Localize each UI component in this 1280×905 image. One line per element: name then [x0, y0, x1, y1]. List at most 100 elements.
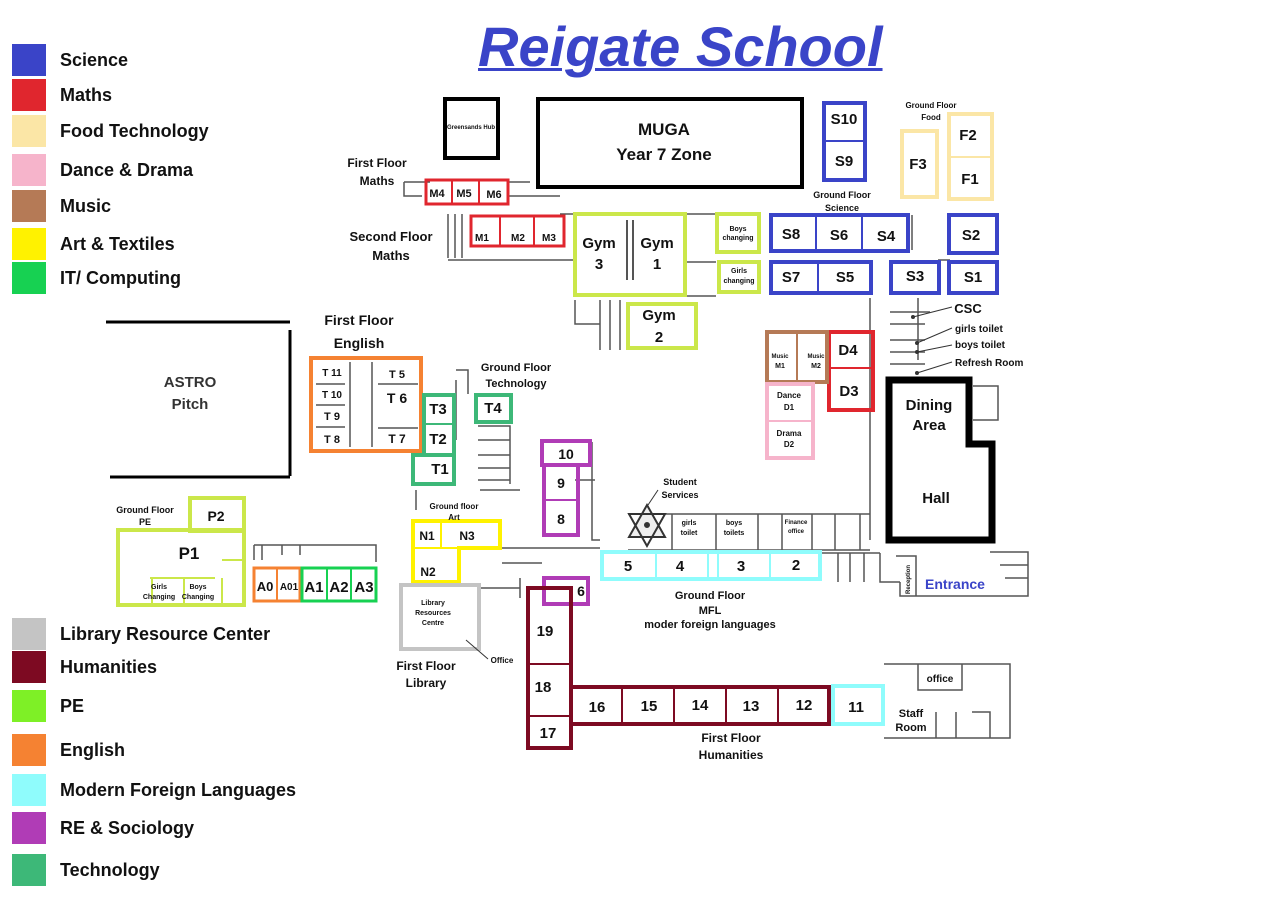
room-label-gym2a: Gym — [642, 307, 675, 324]
room-label-4: 4 — [676, 558, 685, 575]
legend-swatch — [12, 774, 46, 806]
legend-item: PE — [12, 690, 84, 722]
room-label-3: 3 — [737, 558, 745, 575]
student-label: Student — [663, 477, 697, 487]
boys-toilets-label2: toilets — [724, 530, 745, 537]
room-t1 — [411, 453, 456, 486]
room-label-s10: S10 — [831, 111, 858, 128]
ground-floor-science-label2: Science — [825, 203, 859, 213]
room-gym2 — [626, 302, 698, 350]
first-floor-library-label: First Floor — [396, 659, 456, 673]
room-label-n2: N2 — [420, 565, 436, 579]
astro-pitch-outline — [106, 320, 292, 479]
building-outlines — [253, 181, 1029, 739]
reception-label: Reception — [906, 565, 912, 594]
room-label-t3: T3 — [429, 401, 447, 418]
boys-changing-label1: Boys — [729, 226, 746, 233]
legend-swatch — [12, 651, 46, 683]
room-label-s4: S4 — [877, 228, 896, 245]
room-6 — [542, 576, 590, 606]
room-label-19: 19 — [537, 623, 554, 640]
room-label-a1: A1 — [304, 579, 323, 596]
room-gyms — [573, 212, 687, 297]
room-label-18: 18 — [535, 679, 552, 696]
room-label-16: 16 — [589, 699, 606, 716]
room-label-music-m2b: M2 — [811, 363, 821, 370]
room-label-s3: S3 — [906, 268, 924, 285]
finance-office-label: Finance — [785, 520, 808, 526]
room-label-t11: T 11 — [322, 368, 342, 379]
year7-zone-label: Year 7 Zone — [616, 145, 711, 164]
first-floor-humanities-label2: Humanities — [699, 748, 764, 762]
room-boys-changing — [715, 212, 761, 254]
room-block-s7-s5 — [769, 260, 873, 295]
page-title: Reigate School — [478, 15, 883, 78]
legend-label: Modern Foreign Languages — [60, 779, 297, 800]
muga-label: MUGA — [638, 120, 690, 139]
first-floor-maths-label: First Floor — [347, 156, 407, 170]
room-label-n3: N3 — [459, 529, 475, 543]
legend-swatch — [12, 154, 46, 186]
legend-item: Dance & Drama — [12, 154, 193, 186]
p1-boys-label1: Boys — [189, 584, 206, 591]
room-label-a3: A3 — [354, 579, 373, 596]
room-label-gym3b: 3 — [595, 256, 603, 273]
ground-floor-food-label2: Food — [921, 113, 941, 122]
first-floor-english-label2: English — [334, 335, 385, 351]
office-lower-label: office — [927, 674, 954, 685]
legend-label: Art & Textiles — [60, 233, 175, 254]
room-label-5: 5 — [624, 558, 632, 575]
legend-item: Modern Foreign Languages — [12, 774, 296, 806]
legend-item: Science — [12, 44, 128, 76]
room-label-music-m1b: M1 — [775, 363, 785, 370]
legend-item: RE & Sociology — [12, 812, 194, 844]
p1-girls-label2: Changing — [143, 594, 175, 601]
first-floor-maths-label2: Maths — [360, 174, 395, 188]
greensands-hub-box — [443, 97, 500, 160]
room-label-8: 8 — [557, 511, 565, 527]
room-block-s8-s4 — [769, 213, 910, 253]
room-a1-a3 — [300, 566, 378, 603]
room-label-f3: F3 — [909, 156, 927, 173]
legend-label: Music — [60, 195, 112, 216]
room-label-dance: Dance — [777, 391, 802, 400]
room-label-m5: M5 — [456, 188, 471, 200]
room-mfl-block — [600, 550, 822, 581]
room-label-p2: P2 — [207, 508, 224, 524]
room-label-17: 17 — [540, 725, 557, 742]
room-label-gym1a: Gym — [640, 235, 673, 252]
legend-label: Humanities — [60, 656, 158, 677]
legend-label: Food Technology — [60, 120, 209, 141]
room-label: Room — [895, 722, 926, 734]
room-label-a2: A2 — [329, 579, 348, 596]
room-f3 — [900, 129, 939, 199]
room-label-a0: A0 — [257, 579, 274, 594]
room-label-s2: S2 — [962, 227, 980, 244]
ground-floor-tech-label2: Technology — [486, 378, 548, 390]
room-label-t1: T1 — [431, 461, 449, 478]
legend-swatch — [12, 115, 46, 147]
library-centre-label1: Library — [421, 600, 445, 607]
room-label-music-m2a: Music — [807, 354, 825, 360]
room-label-m6: M6 — [486, 189, 501, 201]
legend-item: Maths — [12, 79, 112, 111]
room-block-m4-m6 — [424, 178, 510, 206]
muga-box — [536, 97, 804, 189]
room-s1 — [947, 260, 999, 295]
second-floor-maths-label: Second Floor — [349, 229, 432, 244]
room-label-d3: D3 — [839, 383, 858, 400]
legend-item: Technology — [12, 854, 160, 886]
p1-boys-label2: Changing — [182, 594, 214, 601]
room-label-t10: T 10 — [322, 390, 342, 401]
csc-label: CSC — [954, 301, 982, 316]
room-label-t8: T 8 — [324, 434, 340, 446]
room-label-gym2b: 2 — [655, 329, 663, 346]
room-label-m3: M3 — [542, 233, 556, 244]
room-label-t7: T 7 — [388, 432, 406, 446]
legend-swatch — [12, 262, 46, 294]
finance-office-label2: office — [788, 529, 805, 535]
room-label-t5: T 5 — [389, 369, 405, 381]
legend-swatch — [12, 44, 46, 76]
entrance-label: Entrance — [925, 576, 985, 592]
